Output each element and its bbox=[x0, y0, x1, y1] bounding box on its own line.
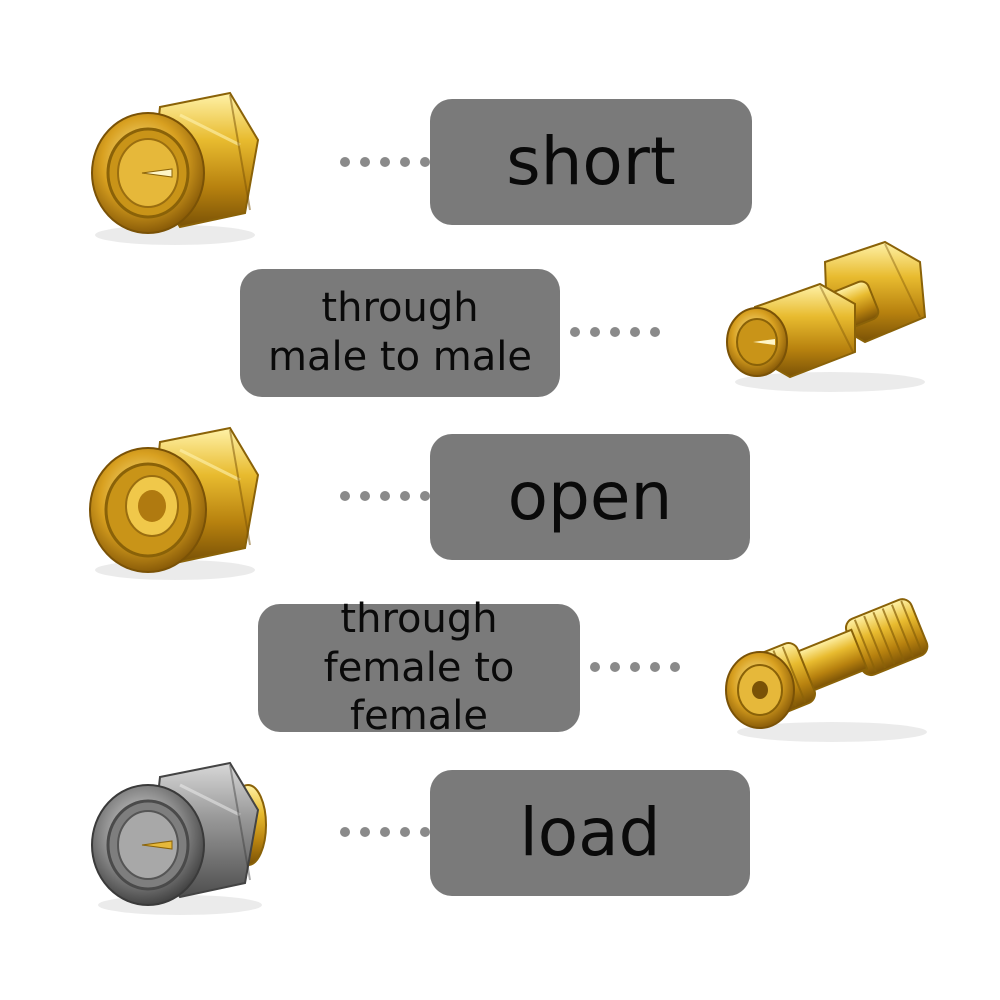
gold-sma-male-to-male-adapter-icon bbox=[726, 240, 927, 392]
label-load-text: load bbox=[519, 794, 661, 871]
connector-dots-through-female bbox=[590, 662, 680, 672]
steel-sma-load-connector-icon bbox=[91, 761, 267, 915]
label-through-male-line1: through bbox=[321, 285, 479, 332]
gold-sma-short-connector-icon bbox=[91, 91, 260, 245]
label-short-text: short bbox=[506, 123, 676, 200]
connector-dots-through-male bbox=[570, 327, 660, 337]
label-through-female: through female to female bbox=[258, 596, 580, 739]
label-open-text: open bbox=[507, 458, 673, 535]
gold-sma-open-connector-icon bbox=[89, 426, 260, 580]
label-load: load bbox=[430, 770, 750, 896]
connector-dots-load bbox=[340, 827, 430, 837]
label-through-female-line1: through bbox=[340, 595, 498, 642]
connector-dots-short bbox=[340, 157, 430, 167]
gold-sma-female-to-female-adapter-icon bbox=[725, 598, 929, 742]
label-short: short bbox=[430, 99, 752, 225]
label-open: open bbox=[430, 434, 750, 560]
connector-dots-open bbox=[340, 491, 430, 501]
label-through-female-line2: female to female bbox=[323, 644, 515, 740]
label-through-male-line2: male to male bbox=[268, 334, 532, 380]
label-through-male: through male to male bbox=[240, 269, 560, 397]
